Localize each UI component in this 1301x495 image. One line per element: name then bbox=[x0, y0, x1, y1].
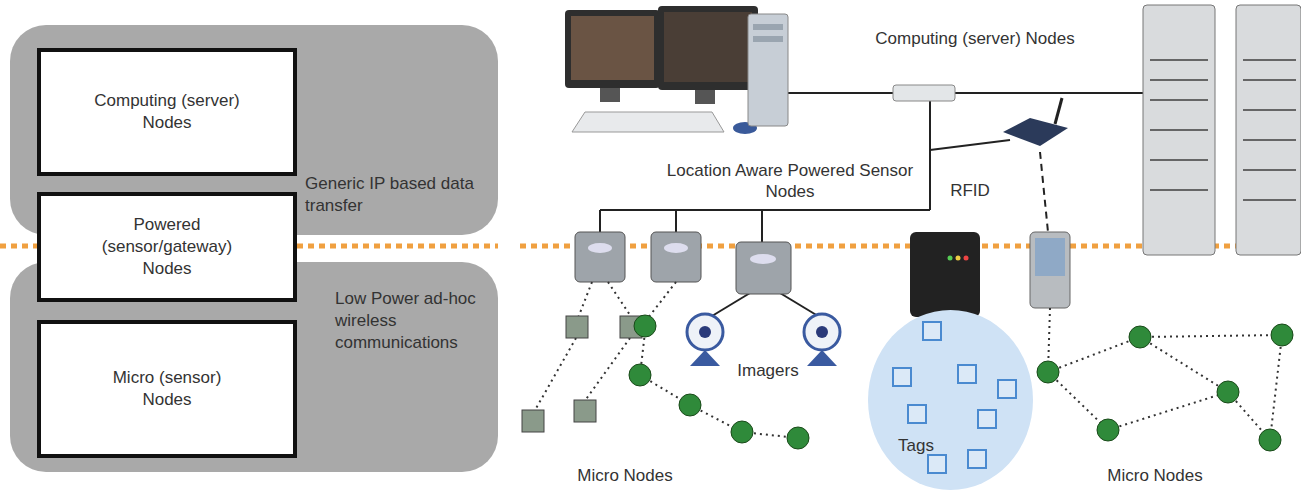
node-title: Computing (server) Nodes bbox=[92, 90, 242, 134]
region-label: Low Power ad-hoc wireless communications bbox=[335, 288, 490, 354]
pda-icon bbox=[1030, 232, 1070, 308]
powered-node-box: Powered (sensor/gateway) Nodes bbox=[37, 192, 297, 302]
network-switch bbox=[893, 85, 955, 101]
tags-region: Tags bbox=[868, 310, 1033, 490]
powered-sensor-nodes bbox=[575, 232, 791, 294]
rfid-label: RFID bbox=[940, 180, 1000, 201]
micro-label: Micro Nodes bbox=[1095, 465, 1215, 486]
webcam-icons bbox=[687, 314, 840, 366]
micro-node-box: Micro (sensor) Nodes bbox=[37, 320, 297, 458]
wireless-link bbox=[1040, 152, 1048, 232]
server-racks bbox=[1143, 5, 1301, 255]
ellipse-outline bbox=[868, 310, 1033, 490]
node-title: Powered (sensor/gateway) Nodes bbox=[92, 214, 242, 280]
region-label: Generic IP based data transfer bbox=[305, 173, 480, 217]
server-label: Computing (server) Nodes bbox=[835, 28, 1115, 49]
wireless-router bbox=[1003, 98, 1068, 146]
micro-label: Micro Nodes bbox=[565, 465, 685, 486]
node-title: Micro (sensor) Nodes bbox=[92, 367, 242, 411]
computing-node-box: Computing (server) Nodes bbox=[37, 48, 297, 176]
sensor-label: Location Aware Powered Sensor Nodes bbox=[660, 160, 920, 203]
workstation-icon bbox=[565, 6, 788, 134]
imager-label: Imagers bbox=[728, 360, 808, 381]
rfid-reader bbox=[910, 232, 980, 317]
region-label: Tags bbox=[898, 435, 958, 457]
